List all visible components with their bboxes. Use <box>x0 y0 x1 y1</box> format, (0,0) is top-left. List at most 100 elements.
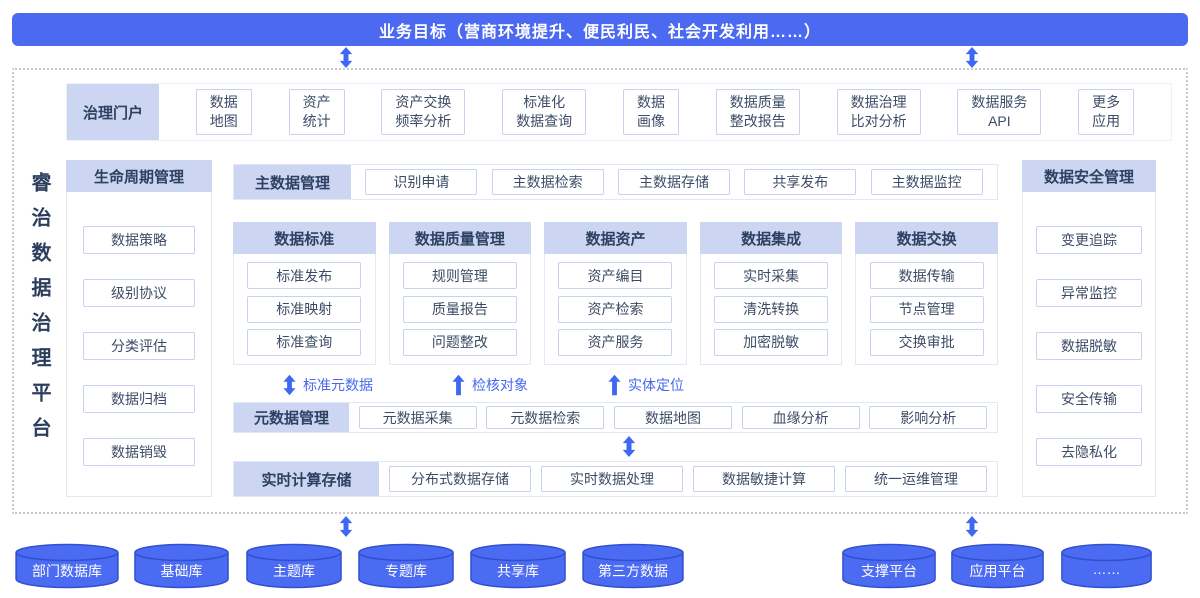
realtime-item: 实时数据处理 <box>541 466 683 492</box>
column-item: 节点管理 <box>869 295 984 323</box>
master-data-item: 识别申请 <box>365 169 478 195</box>
column-item: 资产编目 <box>558 262 673 290</box>
cylinder-label: 主题库 <box>273 563 315 579</box>
column-item: 标准发布 <box>247 262 362 290</box>
column-title: 数据交换 <box>855 222 998 254</box>
master-data-item: 主数据存储 <box>617 169 730 195</box>
realtime-item: 分布式数据存储 <box>389 466 531 492</box>
flow-standard-metadata: 标准元数据 <box>283 373 373 396</box>
portal-item-quality-report: 数据质量 整改报告 <box>715 89 800 135</box>
master-data-row: 主数据管理 识别申请 主数据检索 主数据存储 共享发布 主数据监控 <box>233 164 998 200</box>
double-arrow-icon <box>965 47 979 68</box>
metadata-item: 元数据采集 <box>358 406 477 429</box>
double-arrow-icon <box>622 436 636 457</box>
column-item: 质量报告 <box>402 295 517 323</box>
portal-item-asset-stats: 资产 统计 <box>288 89 345 135</box>
up-arrow-icon <box>608 374 621 395</box>
portal-row: 治理门户 数据 地图 资产 统计 资产交换 频率分析 标准化 数据查询 数据 画… <box>66 83 1172 141</box>
column-title: 数据集成 <box>699 222 843 254</box>
db-special: 专题库 <box>357 543 455 590</box>
platform-title: 睿治数据治理平台 <box>28 172 50 452</box>
lifecycle-item: 数据策略 <box>83 226 195 254</box>
flow-label: 标准元数据 <box>303 376 373 393</box>
flow-check-object: 检核对象 <box>452 373 528 396</box>
security-item: 去隐私化 <box>1036 438 1142 466</box>
column-item: 资产检索 <box>558 295 673 323</box>
security-item: 异常监控 <box>1036 279 1142 307</box>
platform-more: …… <box>1060 543 1153 590</box>
column-item: 规则管理 <box>402 262 517 290</box>
column-item: 标准查询 <box>247 328 362 356</box>
database-cylinder-icon <box>951 543 1044 589</box>
database-cylinder-icon <box>1061 543 1152 589</box>
metadata-item: 元数据检索 <box>486 406 605 429</box>
double-arrow-icon <box>339 47 353 68</box>
metadata-row: 元数据管理 元数据采集 元数据检索 数据地图 血缘分析 影响分析 <box>233 402 998 433</box>
lifecycle-panel-title: 生命周期管理 <box>66 160 212 192</box>
cylinder-label: 支撑平台 <box>861 563 917 579</box>
cylinder-label: …… <box>1092 561 1121 577</box>
realtime-items: 分布式数据存储 实时数据处理 数据敏捷计算 统一运维管理 <box>379 462 997 496</box>
master-data-item: 共享发布 <box>744 169 857 195</box>
column-item: 加密脱敏 <box>714 328 829 356</box>
security-item: 数据脱敏 <box>1036 332 1142 360</box>
column-title: 数据标准 <box>233 222 376 254</box>
lifecycle-panel-body: 数据策略 级别协议 分类评估 数据归档 数据销毁 <box>66 192 212 497</box>
realtime-row: 实时计算存储 分布式数据存储 实时数据处理 数据敏捷计算 统一运维管理 <box>233 461 998 497</box>
portal-item-standard-query: 标准化 数据查询 <box>502 89 587 135</box>
lifecycle-item: 级别协议 <box>83 279 195 307</box>
database-cylinder-icon <box>358 543 454 589</box>
portal-items: 数据 地图 资产 统计 资产交换 频率分析 标准化 数据查询 数据 画像 数据质… <box>159 89 1171 135</box>
metadata-items: 元数据采集 元数据检索 数据地图 血缘分析 影响分析 <box>349 403 997 432</box>
db-third-party: 第三方数据 <box>581 543 685 590</box>
security-panel: 数据安全管理 变更追踪 异常监控 数据脱敏 安全传输 去隐私化 <box>1022 160 1156 497</box>
cylinder-label: 第三方数据 <box>598 563 668 579</box>
db-theme: 主题库 <box>245 543 343 590</box>
portal-item-governance-compare: 数据治理 比对分析 <box>836 89 921 135</box>
column-item: 数据传输 <box>869 262 984 290</box>
db-shared: 共享库 <box>469 543 567 590</box>
database-cylinder-icon <box>246 543 342 589</box>
lifecycle-item: 分类评估 <box>83 332 195 360</box>
portal-item-data-profile: 数据 画像 <box>622 89 679 135</box>
column-data-standard: 数据标准 标准发布 标准映射 标准查询 <box>233 222 376 365</box>
master-data-item: 主数据检索 <box>491 169 604 195</box>
column-item: 资产服务 <box>558 328 673 356</box>
master-data-items: 识别申请 主数据检索 主数据存储 共享发布 主数据监控 <box>351 165 997 199</box>
portal-item-exchange-frequency: 资产交换 频率分析 <box>381 89 466 135</box>
portal-item-data-map: 数据 地图 <box>195 89 252 135</box>
master-data-label: 主数据管理 <box>234 165 351 199</box>
metadata-label: 元数据管理 <box>234 403 349 432</box>
cylinder-label: 部门数据库 <box>32 563 102 579</box>
flow-label: 检核对象 <box>472 376 528 393</box>
column-item: 交换审批 <box>869 328 984 356</box>
lifecycle-item: 数据销毁 <box>83 438 195 466</box>
portal-label: 治理门户 <box>67 84 159 140</box>
column-data-exchange: 数据交换 数据传输 节点管理 交换审批 <box>855 222 998 365</box>
metadata-item: 血缘分析 <box>741 406 860 429</box>
database-cylinder-icon <box>842 543 936 589</box>
security-panel-title: 数据安全管理 <box>1022 160 1156 192</box>
flow-label: 实体定位 <box>628 376 684 393</box>
realtime-label: 实时计算存储 <box>234 462 379 496</box>
realtime-item: 数据敏捷计算 <box>693 466 835 492</box>
business-goal-banner: 业务目标（营商环境提升、便民利民、社会开发利用……） <box>12 13 1188 46</box>
column-item: 标准映射 <box>247 295 362 323</box>
up-arrow-icon <box>452 374 465 395</box>
database-cylinder-icon <box>15 543 119 589</box>
flow-entity-location: 实体定位 <box>608 373 684 396</box>
double-arrow-icon <box>339 516 353 537</box>
cylinder-label: 共享库 <box>497 563 539 579</box>
db-dept: 部门数据库 <box>14 543 120 590</box>
column-item: 清洗转换 <box>714 295 829 323</box>
metadata-item: 影响分析 <box>869 406 988 429</box>
column-data-asset: 数据资产 资产编目 资产检索 资产服务 <box>544 222 687 365</box>
column-title: 数据质量管理 <box>388 222 532 254</box>
platform-boundary <box>12 68 1188 514</box>
platform-support: 支撑平台 <box>841 543 937 590</box>
realtime-item: 统一运维管理 <box>845 466 987 492</box>
capability-columns: 数据标准 标准发布 标准映射 标准查询 数据质量管理 规则管理 质量报告 问题整… <box>233 222 998 365</box>
security-panel-body: 变更追踪 异常监控 数据脱敏 安全传输 去隐私化 <box>1022 192 1156 497</box>
metadata-item: 数据地图 <box>613 406 732 429</box>
